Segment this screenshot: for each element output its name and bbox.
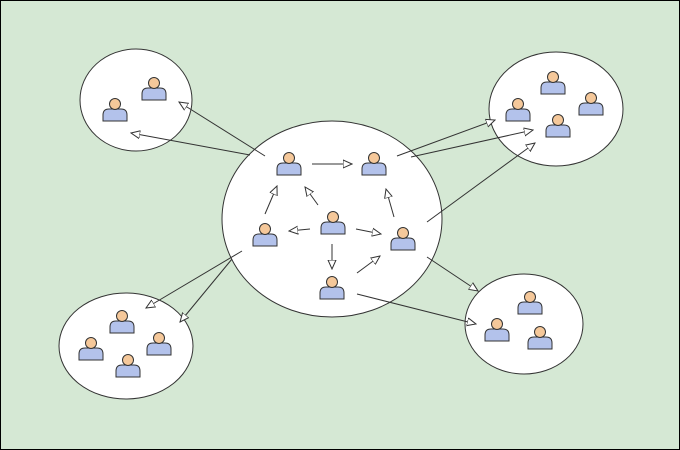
person-icon	[390, 227, 416, 251]
people-layer	[78, 71, 604, 378]
person-body	[517, 301, 543, 315]
person-head	[259, 223, 271, 235]
arrow-c5-to-c2	[386, 189, 395, 218]
person-body	[484, 328, 510, 342]
person-icon	[115, 354, 141, 378]
person-head	[122, 354, 134, 366]
person-icon	[545, 114, 571, 138]
person-head	[552, 114, 564, 126]
group-top-right	[488, 51, 624, 167]
arrow-c6-to-c5	[356, 256, 380, 274]
person-head	[283, 152, 295, 164]
person-icon	[276, 152, 302, 176]
arrow-central-to-top-right	[426, 143, 535, 223]
person-icon	[102, 98, 128, 122]
person-icon	[319, 276, 345, 300]
group-bottom-left	[58, 292, 194, 400]
person-body	[578, 102, 604, 116]
group-top-left	[79, 48, 193, 152]
arrow-c1-to-top-left	[131, 133, 251, 156]
person-head	[326, 276, 338, 288]
arrow-c3-to-bottom-left	[146, 250, 243, 308]
person-icon	[484, 318, 510, 342]
person-body	[102, 108, 128, 122]
arrow-c3-to-c1	[264, 186, 277, 215]
person-body	[545, 124, 571, 138]
person-body	[361, 162, 387, 176]
person-icon	[505, 98, 531, 122]
person-head	[547, 71, 559, 83]
person-head	[327, 211, 339, 223]
person-icon	[146, 332, 172, 356]
person-icon	[540, 71, 566, 95]
person-body	[115, 364, 141, 378]
arrow-c4-to-c1	[305, 187, 319, 206]
arrow-c2-to-top-right	[410, 130, 533, 158]
person-head	[109, 98, 121, 110]
person-icon	[578, 92, 604, 116]
arrow-c6-to-bottom-right	[356, 293, 476, 324]
person-icon	[109, 310, 135, 334]
person-body	[276, 162, 302, 176]
person-icon	[361, 152, 387, 176]
arrow-c4-to-c3	[289, 229, 311, 231]
person-body	[390, 237, 416, 251]
person-body	[252, 233, 278, 247]
person-head	[85, 337, 97, 349]
arrow-c4-to-c5	[355, 229, 381, 234]
person-icon	[527, 326, 553, 350]
person-head	[397, 227, 409, 239]
person-body	[540, 81, 566, 95]
person-body	[141, 87, 167, 101]
person-head	[534, 326, 546, 338]
arrow-central-to-bottom-right	[426, 256, 478, 291]
person-icon	[141, 77, 167, 101]
person-head	[585, 92, 597, 104]
person-head	[116, 310, 128, 322]
person-head	[524, 291, 536, 303]
arrow-c3-to-bottom-left	[180, 258, 233, 322]
person-icon	[252, 223, 278, 247]
person-body	[319, 286, 345, 300]
person-body	[527, 336, 553, 350]
person-head	[368, 152, 380, 164]
person-icon	[320, 211, 346, 235]
person-body	[146, 342, 172, 356]
person-body	[320, 221, 346, 235]
person-head	[153, 332, 165, 344]
arrow-c2-to-top-right	[396, 120, 495, 157]
person-body	[78, 347, 104, 361]
person-icon	[517, 291, 543, 315]
edges-layer	[131, 102, 535, 324]
group-bottom-right	[464, 273, 584, 375]
arrow-c1-to-top-left	[179, 102, 266, 157]
person-head	[512, 98, 524, 110]
person-icon	[78, 337, 104, 361]
person-body	[505, 108, 531, 122]
person-head	[491, 318, 503, 330]
person-body	[109, 320, 135, 334]
person-head	[148, 77, 160, 89]
